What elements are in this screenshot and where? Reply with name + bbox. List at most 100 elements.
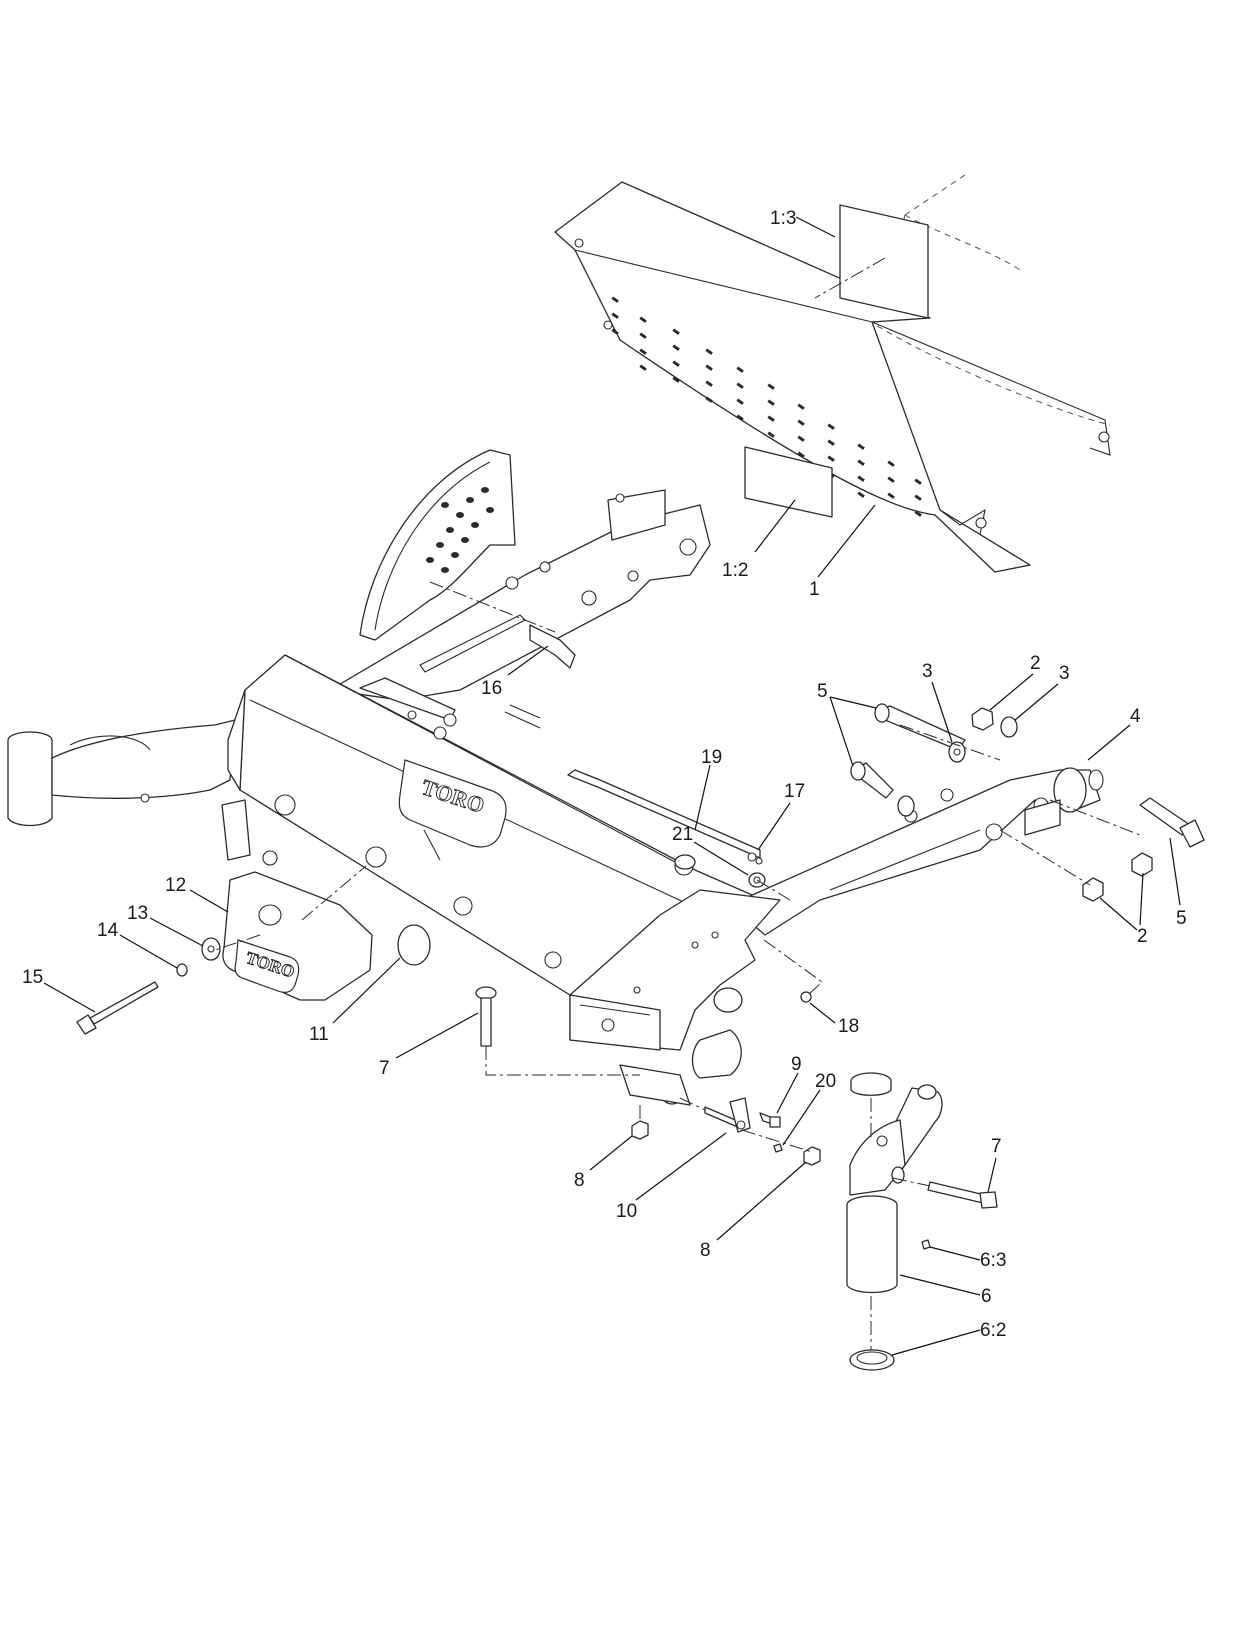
perforation-slot bbox=[639, 364, 647, 371]
callout-3-b: 3 bbox=[1059, 663, 1070, 684]
perforation-slot bbox=[705, 396, 713, 403]
callout-17: 17 bbox=[784, 781, 805, 802]
clip-17 bbox=[747, 852, 763, 865]
washer-3-c bbox=[897, 795, 915, 817]
cover-plate-12: TORO bbox=[222, 871, 373, 1001]
shield-plate bbox=[554, 181, 1031, 573]
perforation-slot bbox=[857, 491, 865, 498]
perforation-slot bbox=[736, 366, 744, 373]
callout-6: 6 bbox=[981, 1286, 992, 1307]
perforation-slot bbox=[857, 443, 865, 450]
callout-19: 19 bbox=[701, 747, 722, 768]
washer-3-b bbox=[1000, 716, 1018, 738]
callout-5-a: 5 bbox=[817, 681, 828, 702]
leader-lines bbox=[43, 216, 1181, 1356]
perforation-slot bbox=[767, 431, 775, 438]
washer-3-a bbox=[948, 741, 966, 763]
perforation-slot bbox=[736, 414, 744, 421]
bolt-15 bbox=[76, 981, 159, 1035]
callout-7-b: 7 bbox=[991, 1136, 1002, 1157]
nut-2-a bbox=[971, 707, 994, 731]
callout-4: 4 bbox=[1130, 706, 1141, 727]
perforation-slot bbox=[639, 348, 647, 355]
perforation-slot bbox=[887, 492, 895, 499]
perforation-slot bbox=[736, 398, 744, 405]
perforation-slot bbox=[767, 399, 775, 406]
perforation-hole bbox=[466, 497, 474, 503]
callout-2-b: 2 bbox=[1137, 926, 1148, 947]
perforation-slot bbox=[797, 451, 805, 458]
washer-13 bbox=[201, 937, 221, 961]
nut-8-a bbox=[631, 1120, 649, 1140]
main-cross-channel: TORO bbox=[221, 654, 776, 996]
assembly-centerlines bbox=[214, 581, 1141, 1350]
callout-16: 16 bbox=[481, 678, 502, 699]
lockwasher-14 bbox=[176, 963, 188, 977]
perforation-slot bbox=[887, 476, 895, 483]
cotter-20 bbox=[773, 1143, 783, 1153]
callout-3-a: 3 bbox=[922, 661, 933, 682]
callout-1-2: 1:2 bbox=[722, 560, 748, 581]
front-bracket bbox=[569, 854, 781, 1106]
perforation-slot bbox=[827, 455, 835, 462]
perforation-hole bbox=[446, 527, 454, 533]
perforation-slot bbox=[827, 439, 835, 446]
perforation-hole bbox=[441, 567, 449, 573]
perforation-slot bbox=[887, 460, 895, 467]
perforation-hole bbox=[456, 512, 464, 518]
perforation-slot bbox=[672, 376, 680, 383]
perforation-slot bbox=[767, 383, 775, 390]
perforation-hole bbox=[451, 552, 459, 558]
callout-7-a: 7 bbox=[379, 1058, 390, 1079]
perforation-hole bbox=[481, 487, 489, 493]
hood-edge bbox=[871, 321, 1111, 456]
nut-2-c bbox=[1082, 877, 1104, 902]
caster-fork-6 bbox=[846, 1072, 943, 1371]
perforation-slot bbox=[914, 510, 922, 517]
callout-11: 11 bbox=[309, 1024, 329, 1045]
perforation-slot bbox=[857, 475, 865, 482]
perforation-hole bbox=[436, 542, 444, 548]
perforation-pattern bbox=[611, 296, 922, 517]
left-caster-arm bbox=[7, 719, 236, 827]
callout-15: 15 bbox=[22, 967, 43, 988]
callout-21: 21 bbox=[672, 824, 693, 845]
perforation-slot bbox=[639, 332, 647, 339]
bolt-7-horizontal bbox=[927, 1181, 998, 1209]
decal-1-2 bbox=[744, 446, 833, 518]
callout-1-3: 1:3 bbox=[770, 208, 796, 229]
perforation-slot bbox=[797, 435, 805, 442]
nut-8-b bbox=[803, 1146, 821, 1166]
perforation-slot bbox=[672, 328, 680, 335]
perforation-slot bbox=[672, 344, 680, 351]
decal-1-3 bbox=[814, 204, 929, 319]
perforation-slot bbox=[672, 360, 680, 367]
bolt-7-vertical bbox=[475, 986, 497, 1047]
callout-18: 18 bbox=[838, 1016, 859, 1037]
callout-12: 12 bbox=[165, 875, 186, 896]
perforation-slot bbox=[797, 403, 805, 410]
bolt-5-a bbox=[874, 703, 966, 751]
perforation-hole bbox=[441, 502, 449, 508]
bolt-5-b bbox=[850, 761, 894, 799]
callout-8-a: 8 bbox=[574, 1170, 585, 1191]
perforation-slot bbox=[767, 415, 775, 422]
callout-10: 10 bbox=[616, 1201, 637, 1222]
pin-10 bbox=[704, 1097, 751, 1133]
perforation-slot bbox=[639, 316, 647, 323]
perforation-slot bbox=[705, 380, 713, 387]
callout-8-b: 8 bbox=[700, 1240, 711, 1261]
callout-2-a: 2 bbox=[1030, 653, 1041, 674]
pin-16 bbox=[529, 624, 576, 669]
callout-9: 9 bbox=[791, 1054, 802, 1075]
perforation-slot bbox=[827, 423, 835, 430]
bolt-9 bbox=[759, 1112, 781, 1128]
perforation-slot bbox=[914, 494, 922, 501]
perforation-slot bbox=[705, 348, 713, 355]
callout-6-2: 6:2 bbox=[980, 1320, 1006, 1341]
rod-19 bbox=[567, 769, 761, 859]
perforation-slot bbox=[914, 478, 922, 485]
callout-20: 20 bbox=[815, 1071, 836, 1092]
callout-5-b: 5 bbox=[1176, 908, 1187, 929]
